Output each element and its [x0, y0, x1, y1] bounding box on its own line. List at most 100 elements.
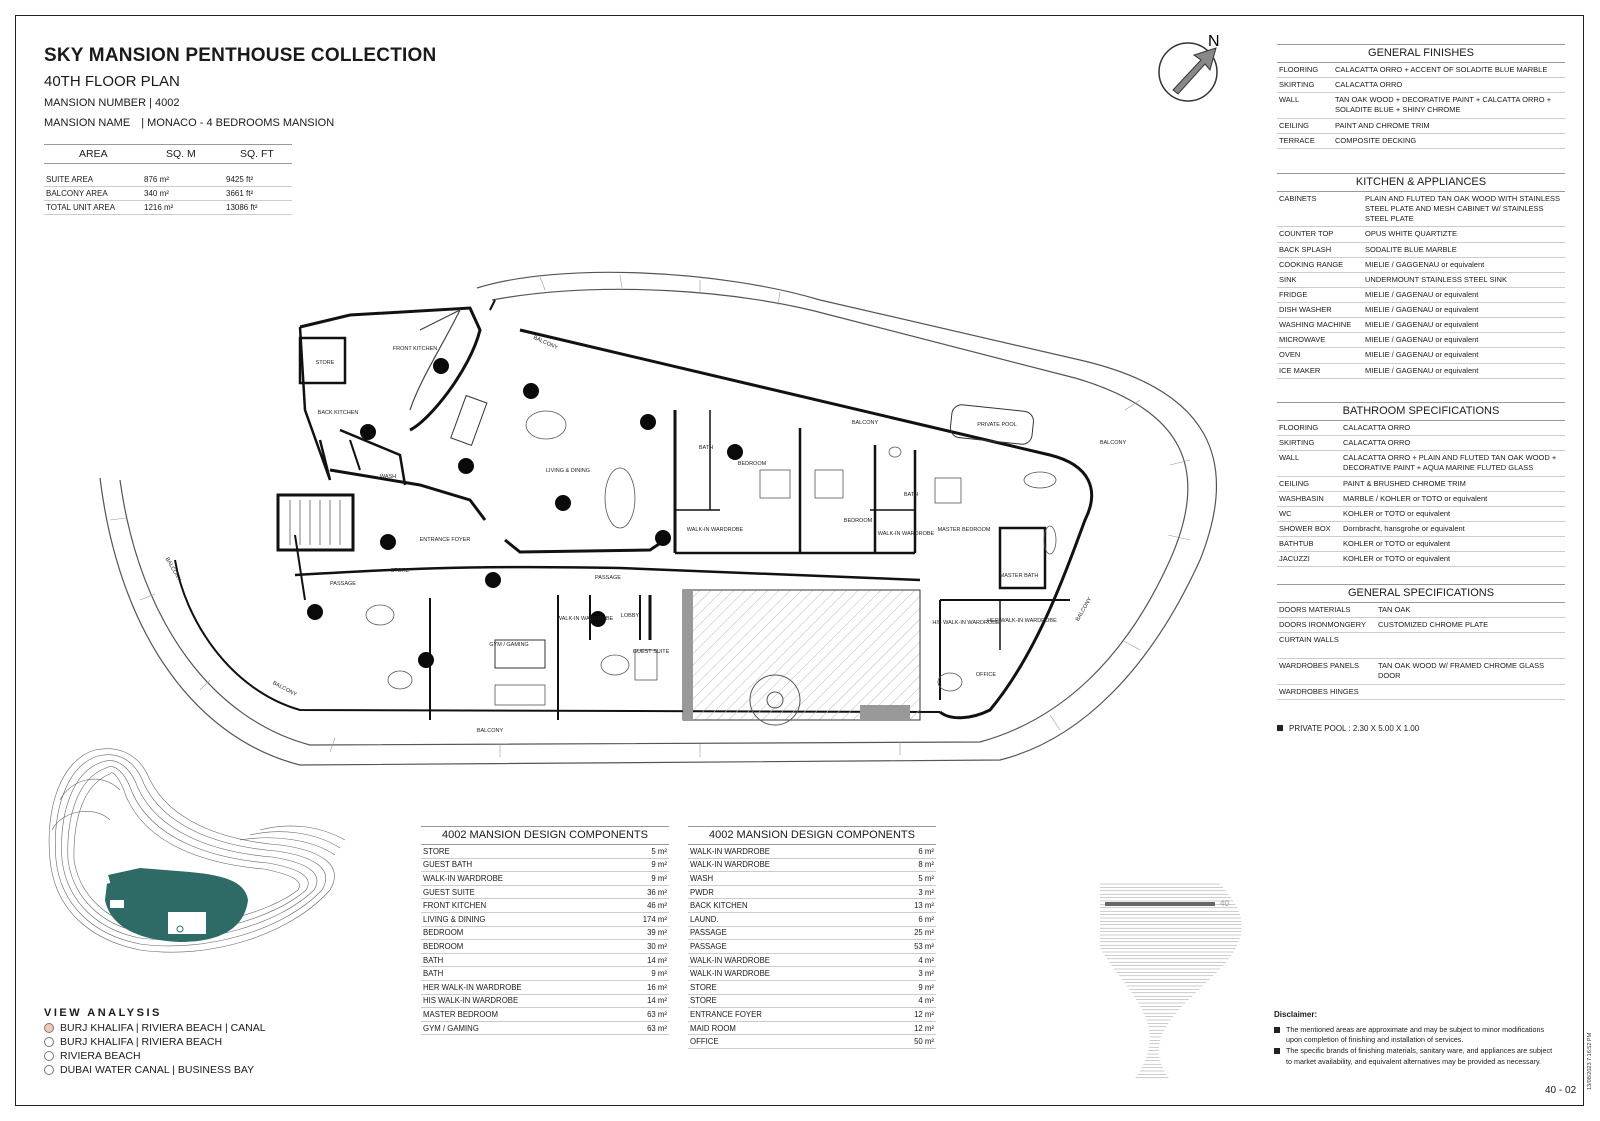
radio-icon: [44, 1037, 54, 1047]
building-elevation: 40: [1100, 883, 1242, 1079]
key-plan-map: [48, 748, 346, 953]
area-table-header: AREA SQ. M SQ. FT: [44, 144, 292, 164]
private-pool-note: PRIVATE POOL : 2.30 X 5.00 X 1.00: [1277, 724, 1419, 733]
disclaimer-item: The specific brands of finishing materia…: [1274, 1046, 1554, 1067]
plan-label-balcony: BALCONY: [1075, 596, 1094, 622]
plan-label-gym: GYM / GAMING: [489, 642, 528, 648]
plan-label-lobby: LOBBY: [621, 613, 640, 619]
floor-plan: BALCONY BALCONY BALCONY BALCONY BALCONY …: [99, 271, 1218, 766]
view-option[interactable]: DUBAI WATER CANAL | BUSINESS BAY: [44, 1064, 266, 1076]
spec-row: WARDROBES HINGES: [1277, 685, 1565, 700]
plan-label-bedroom: BEDROOM: [738, 461, 767, 467]
level-label: 40: [1220, 899, 1229, 908]
plan-label-walk-in: WALK-IN WARDROBE: [687, 527, 744, 533]
kitchen-title: KITCHEN & APPLIANCES: [1277, 173, 1565, 192]
radio-selected-icon: [44, 1023, 54, 1033]
view-option[interactable]: RIVIERA BEACH: [44, 1050, 266, 1062]
plan-label-balcony: BALCONY: [271, 680, 297, 698]
mansion-name: MANSION NAME | MONACO - 4 BEDROOMS MANSI…: [44, 117, 334, 129]
page-number: 40 - 02: [1545, 1085, 1577, 1096]
plan-label-balcony: BALCONY: [164, 557, 183, 583]
bullet-icon: [1277, 725, 1283, 731]
plan-label-walk-in: WALK-IN WARDROBE: [557, 616, 614, 622]
plan-label-guest-suite: GUEST SUITE: [633, 649, 670, 655]
floor-title: 40TH FLOOR PLAN: [44, 73, 180, 90]
plan-label-bath: BATH: [699, 445, 713, 451]
spec-row: CURTAIN WALLS: [1277, 633, 1565, 660]
mansion-name-label: MANSION NAME: [44, 117, 131, 129]
view-analysis: VIEW ANALYSIS BURJ KHALIFA | RIVIERA BEA…: [44, 1007, 266, 1076]
north-arrow-icon: N: [1158, 33, 1220, 102]
mansion-number: MANSION NUMBER | 4002: [44, 97, 180, 109]
plan-label-entrance: ENTRANCE FOYER: [420, 537, 471, 543]
view-option[interactable]: BURJ KHALIFA | RIVIERA BEACH: [44, 1036, 266, 1048]
area-header-sqm: SQ. M: [166, 148, 196, 160]
plan-label-bedroom: BEDROOM: [844, 518, 873, 524]
plan-label-passage: PASSAGE: [595, 575, 621, 581]
structural-columns: [307, 358, 743, 668]
disclaimer-title: Disclaimer:: [1274, 1010, 1318, 1019]
component-row: LAUND.6 m²: [688, 913, 936, 927]
north-label: N: [1208, 33, 1220, 50]
view-option[interactable]: BURJ KHALIFA | RIVIERA BEACH | CANAL: [44, 1022, 266, 1034]
plan-label-balcony: BALCONY: [477, 728, 504, 734]
plan-label-wash: WASH: [380, 474, 396, 480]
components-left-title: 4002 MANSION DESIGN COMPONENTS: [421, 826, 669, 845]
radio-icon: [44, 1065, 54, 1075]
mansion-name-value: | MONACO - 4 BEDROOMS MANSION: [141, 117, 335, 129]
area-header-sqft: SQ. FT: [240, 148, 274, 160]
bullet-icon: [1274, 1026, 1280, 1033]
plan-label-store: STORE: [316, 360, 335, 366]
plan-label-private-pool: PRIVATE POOL: [977, 422, 1017, 428]
view-analysis-title: VIEW ANALYSIS: [44, 1007, 162, 1019]
page-frame: [15, 15, 1584, 1106]
plan-label-back-kitchen: BACK KITCHEN: [318, 410, 359, 416]
components-right-title: 4002 MANSION DESIGN COMPONENTS: [688, 826, 936, 845]
plan-label-store: STORE: [391, 568, 410, 574]
plan-label-office: OFFICE: [976, 672, 996, 678]
plan-label-balcony: BALCONY: [852, 420, 879, 426]
